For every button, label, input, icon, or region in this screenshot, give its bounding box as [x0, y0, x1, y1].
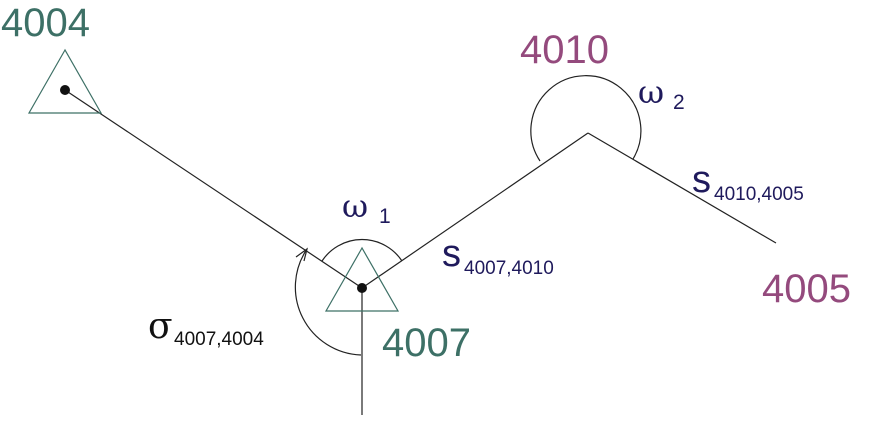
sigma-symbol: σ — [148, 306, 173, 347]
omega2-symbol: ω — [638, 73, 664, 111]
angle-arc-omega1 — [321, 239, 403, 262]
omega2-subscript: 2 — [673, 91, 685, 114]
distance-s1-subscript: 4007,4010 — [464, 258, 554, 279]
point-dot-4007 — [357, 283, 367, 293]
triangle-marker-4004 — [27, 48, 103, 114]
label-4007: 4007 — [382, 321, 471, 365]
triangle-marker-4007 — [324, 246, 400, 312]
label-4010: 4010 — [520, 28, 609, 72]
point-dot-4004 — [60, 85, 70, 95]
label-4004: 4004 — [1, 1, 90, 45]
distance-s2-subscript: 4010,4005 — [714, 184, 804, 205]
label-4005: 4005 — [762, 267, 851, 311]
distance-s1-symbol: s — [442, 233, 461, 275]
distance-s2-symbol: s — [692, 159, 711, 201]
arrowhead-sigma — [295, 247, 308, 262]
angle-arc-omega2 — [530, 75, 642, 162]
omega1-symbol: ω — [342, 187, 368, 225]
angle-arc-sigma — [294, 248, 362, 356]
line-4007-4010 — [361, 132, 589, 289]
line-4004-4007 — [64, 89, 363, 289]
line-4010-4005 — [587, 132, 777, 244]
sigma-subscript: 4007,4004 — [174, 329, 264, 350]
omega1-subscript: 1 — [379, 205, 391, 228]
